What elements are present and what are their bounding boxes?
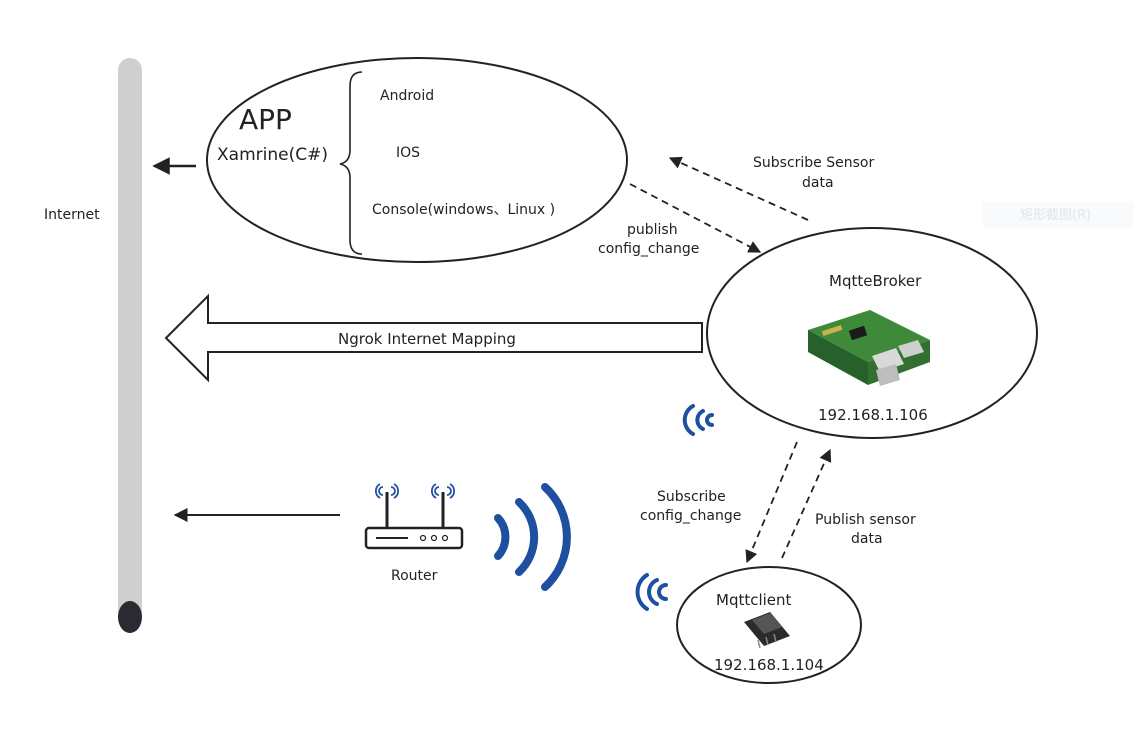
subscribe-sensor-line2: data	[802, 175, 834, 191]
platform-android: Android	[380, 88, 434, 104]
subscribe-sensor-line1: Subscribe Sensor	[753, 155, 874, 171]
ngrok-arrow	[164, 293, 703, 383]
watermark-label: 矩形截图(R)	[1020, 208, 1091, 223]
router-label: Router	[391, 568, 438, 584]
app-framework: Xamrine(C#)	[217, 145, 328, 165]
publish-sensor-line1: Publish sensor	[815, 512, 916, 528]
broker-ip: 192.168.1.106	[818, 406, 928, 424]
broker-name: MqtteBroker	[829, 272, 922, 290]
internet-pole	[118, 58, 142, 633]
subscribe-config-line1: Subscribe	[657, 489, 726, 505]
client-wifi-icon	[635, 573, 668, 611]
ngrok-label: Ngrok Internet Mapping	[338, 330, 516, 348]
publish-sensor-arrow	[781, 448, 832, 559]
internet-label: Internet	[44, 207, 100, 223]
app-title: APP	[239, 103, 292, 136]
broker-wifi-icon	[682, 404, 714, 436]
app-ellipse	[206, 57, 628, 263]
subscribe-sensor-arrow	[668, 156, 809, 221]
client-ip: 192.168.1.104	[714, 656, 824, 674]
publish-sensor-line2: data	[851, 531, 883, 547]
publish-config-line1: publish	[627, 222, 678, 238]
subscribe-config-arrow	[745, 441, 798, 564]
raspberry-pi-icon	[808, 310, 930, 386]
client-name: Mqttclient	[716, 591, 792, 609]
esp-module-icon	[744, 612, 790, 649]
router-wifi-icon	[494, 483, 571, 591]
router-icon	[364, 483, 464, 550]
watermark-box	[983, 202, 1133, 228]
platform-brace	[339, 71, 363, 255]
platform-ios: IOS	[396, 145, 420, 161]
subscribe-config-line2: config_change	[640, 508, 741, 524]
publish-config-line2: config_change	[598, 241, 699, 257]
platform-console: Console(windows、Linux )	[372, 202, 555, 218]
publish-config-arrow	[629, 183, 762, 253]
